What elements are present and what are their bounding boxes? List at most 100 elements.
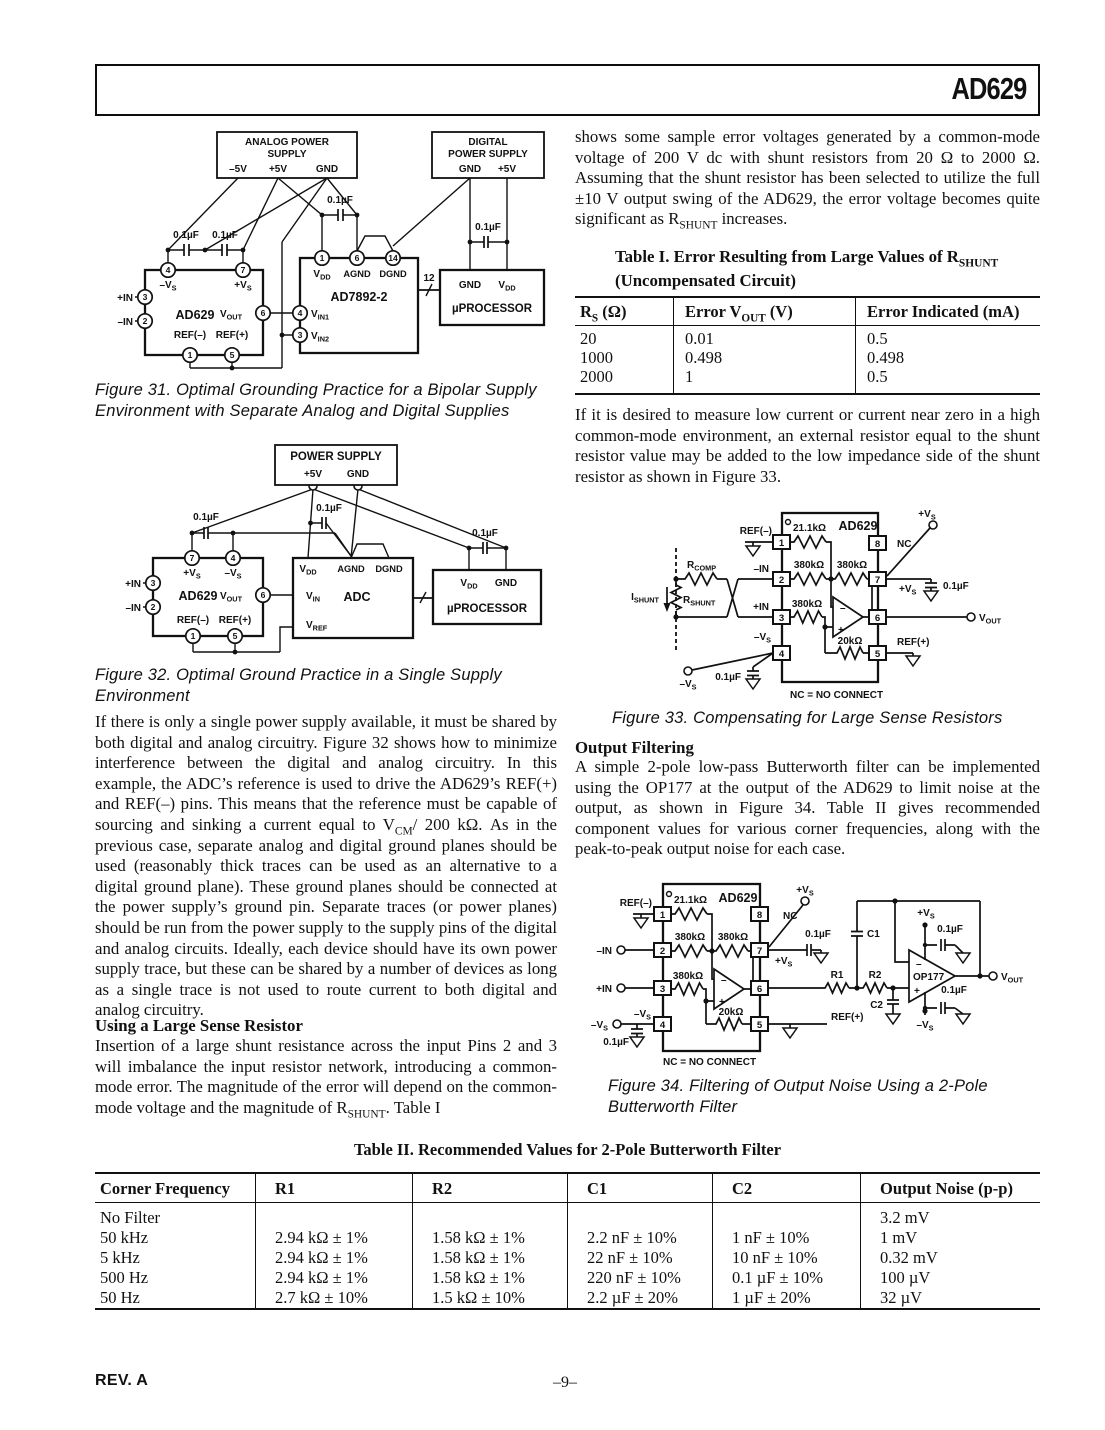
vref-label: VREF xyxy=(306,620,328,633)
figure31-diagram: ANALOG POWER SUPPLY –5V +5V GND DIGITAL … xyxy=(117,131,546,371)
pin-7: 7 xyxy=(190,553,195,563)
pin-1: 1 xyxy=(660,910,666,921)
pin-3: 3 xyxy=(660,984,665,995)
pin-6: 6 xyxy=(261,590,266,600)
table-row: 1000 0.498 0.498 xyxy=(575,348,1040,367)
table2-cell: 100 µV xyxy=(880,1268,931,1287)
digital-supply-label2: POWER SUPPLY xyxy=(448,149,528,160)
nc-label: NC xyxy=(897,539,911,550)
gnd-label: GND xyxy=(316,164,338,175)
table2-cell: 1 µF ± 20% xyxy=(732,1288,811,1307)
cap-label: 0.1µF xyxy=(472,528,498,539)
table2-cell: 500 Hz xyxy=(100,1268,149,1287)
r2-label: R2 xyxy=(869,970,882,981)
pos-vs-label: +VS xyxy=(775,956,793,969)
pin-5: 5 xyxy=(875,649,881,660)
figure31-caption: Figure 31. Optimal Grounding Practice fo… xyxy=(95,381,537,420)
fig32-pins xyxy=(144,549,272,645)
table1-cell: 1 xyxy=(685,367,694,386)
cap-label: 0.1µF xyxy=(941,985,967,996)
table2-header: C1 xyxy=(587,1179,608,1198)
fig34-labels: 1 2 3 4 8 7 6 5 21.1kΩ AD629 380kΩ 380kΩ… xyxy=(591,885,1024,1068)
pin-3: 3 xyxy=(779,613,784,624)
table2-cell: 50 Hz xyxy=(100,1288,140,1307)
paragraph-butterworth: A simple 2-pole low-pass Butterworth fil… xyxy=(575,757,1040,859)
nc-label: NC xyxy=(783,911,797,922)
ad7892-label: AD7892-2 xyxy=(331,290,388,304)
header-box: AD629 xyxy=(95,64,1040,116)
gnd-label: GND xyxy=(347,469,369,480)
c2-label: C2 xyxy=(870,1000,883,1011)
table-row: 50 kHz 2.94 kΩ ± 1% 1.58 kΩ ± 1% 2.2 nF … xyxy=(95,1228,1040,1247)
table1-cell: 1000 xyxy=(580,348,613,367)
pin-2: 2 xyxy=(151,602,156,612)
cap-label: 0.1µF xyxy=(603,1037,629,1048)
table2-header-row: Corner Frequency R1 R2 C1 C2 Output Nois… xyxy=(95,1179,1040,1198)
cap-label: 0.1µF xyxy=(943,581,969,592)
analog-supply-label: ANALOG POWER xyxy=(245,137,330,148)
table2-cell: 1.5 kΩ ± 10% xyxy=(432,1288,525,1307)
table2-header: C2 xyxy=(732,1179,753,1198)
cap-label: 0.1µF xyxy=(715,672,741,683)
gnd-label: GND xyxy=(459,280,481,291)
revision-label: REV. A xyxy=(95,1372,149,1389)
fig32-labels: POWER SUPPLY +5V GND 0.1µF 0.1µF 0.1µF 7… xyxy=(125,451,528,641)
pin-1: 1 xyxy=(320,253,325,263)
r20-label: 20kΩ xyxy=(838,636,863,647)
neg-vs-label: –VS xyxy=(224,568,241,581)
pin-4: 4 xyxy=(779,649,785,660)
table2-header: R2 xyxy=(432,1179,453,1198)
cap-label: 0.1µF xyxy=(173,230,199,241)
opamp-plus: + xyxy=(914,986,920,997)
pos-vs-label: +VS xyxy=(183,568,201,581)
adc-label: ADC xyxy=(343,590,370,604)
table2-cell: 1.58 kΩ ± 1% xyxy=(432,1248,525,1267)
power-supply-label: POWER SUPPLY xyxy=(290,451,382,463)
pin-1: 1 xyxy=(188,350,193,360)
fig31-wires xyxy=(135,177,510,371)
table2-cell: 0.32 mV xyxy=(880,1248,938,1267)
vin1-label: VIN1 xyxy=(311,309,329,322)
r1-label: R1 xyxy=(831,970,844,981)
op177-label: OP177 xyxy=(913,972,945,983)
opamp-plus: + xyxy=(719,997,725,1008)
fig34-wires xyxy=(612,882,998,1053)
table2-header: Corner Frequency xyxy=(100,1179,230,1198)
minus-in-label: –IN xyxy=(596,946,612,957)
plus5v-label: +5V xyxy=(498,164,516,175)
r380-label: 380kΩ xyxy=(718,932,748,943)
pin-8: 8 xyxy=(757,910,763,921)
table2-cell: 2.94 kΩ ± 1% xyxy=(275,1268,368,1287)
table1-cell: 0.5 xyxy=(867,367,888,386)
table2-cell: 3.2 mV xyxy=(880,1208,930,1227)
figure33-diagram: 1 2 3 4 8 7 6 5 21.1kΩ AD629 380kΩ 380kΩ… xyxy=(631,509,1002,701)
dgnd-label: DGND xyxy=(375,564,403,574)
pin-5: 5 xyxy=(757,1020,763,1031)
table2-cell: 2.2 µF ± 20% xyxy=(587,1288,678,1307)
ref-minus-label: REF(–) xyxy=(174,330,206,341)
table1-cell: 0.498 xyxy=(685,348,723,367)
pin-3: 3 xyxy=(298,330,303,340)
paragraph-low-current: If it is desired to measure low current … xyxy=(575,405,1040,486)
table-row: No Filter 3.2 mV xyxy=(95,1208,1040,1227)
ref-minus-label: REF(–) xyxy=(177,615,209,626)
pin-3: 3 xyxy=(143,292,148,302)
pin-7: 7 xyxy=(757,946,762,957)
figure33-caption: Figure 33. Compensating for Large Sense … xyxy=(612,709,1003,727)
digital-supply-label: DIGITAL xyxy=(468,137,507,148)
fig31-labels: ANALOG POWER SUPPLY –5V +5V GND DIGITAL … xyxy=(117,137,533,360)
r211-label: 21.1kΩ xyxy=(674,895,707,906)
cap-label: 0.1µF xyxy=(937,924,963,935)
pin-7: 7 xyxy=(875,575,880,586)
pin-7: 7 xyxy=(241,265,246,275)
table2: Corner Frequency R1 R2 C1 C2 Output Nois… xyxy=(95,1172,1040,1310)
ref-plus-label: REF(+) xyxy=(219,615,252,626)
r380-label: 380kΩ xyxy=(837,560,867,571)
ref-minus-label: REF(–) xyxy=(740,526,772,537)
table2-cell: 1.58 kΩ ± 1% xyxy=(432,1228,525,1247)
pin-6: 6 xyxy=(261,308,266,318)
fig31-blocks xyxy=(143,131,546,357)
pin-2: 2 xyxy=(660,946,665,957)
neg-vs-label: –VS xyxy=(679,679,696,692)
table2-cell: 50 kHz xyxy=(100,1228,149,1247)
